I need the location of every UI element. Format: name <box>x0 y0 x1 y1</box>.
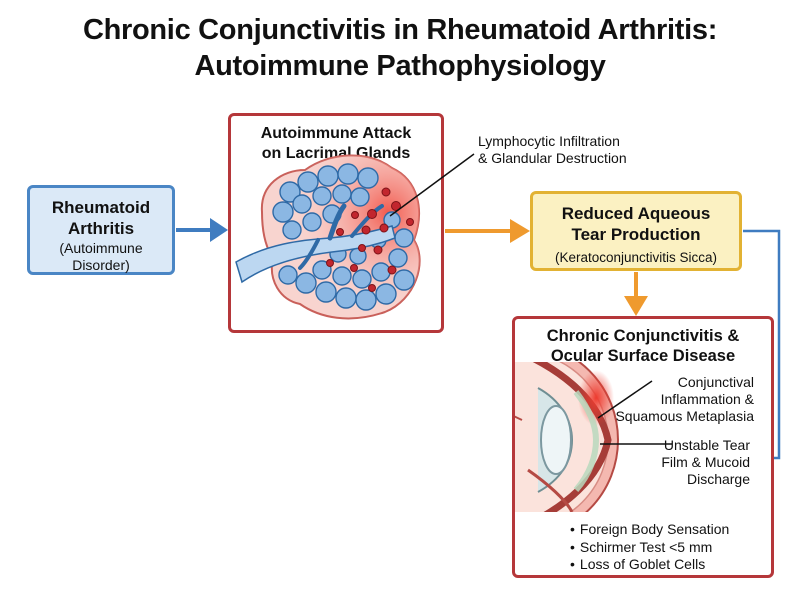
title-line-1: Chronic Conjunctivitis in Rheumatoid Art… <box>82 14 718 46</box>
symptom-item: Foreign Body Sensation <box>570 521 729 539</box>
arrow-ra-to-gland <box>176 218 228 242</box>
tearfilm-line-2: Film & Mucoid <box>661 454 750 470</box>
annotation-lymphocytic-infiltration: Lymphocytic Infiltration & Glandular Des… <box>478 133 627 167</box>
tearfilm-line-1: Unstable Tear <box>663 437 750 453</box>
tear-title-2: Tear Production <box>571 225 701 244</box>
symptom-item: Schirmer Test <5 mm <box>570 539 729 557</box>
inflammation-line-3: Squamous Metaplasia <box>615 408 754 424</box>
ra-title-2: Arthritis <box>67 219 135 238</box>
ra-sub-1: (Autoimmune <box>59 240 143 256</box>
arrow-gland-to-tear <box>445 219 530 243</box>
leader-infiltration <box>389 153 475 217</box>
feedback-line <box>743 229 781 460</box>
infiltration-line-1: Lymphocytic Infiltration <box>478 133 620 149</box>
infiltration-line-2: & Glandular Destruction <box>478 150 627 166</box>
annotation-unstable-tear-film: Unstable Tear Film & Mucoid Discharge <box>661 437 750 488</box>
gland-duct <box>235 203 396 284</box>
gland-title-1: Autoimmune Attack <box>260 125 412 142</box>
conj-title-1: Chronic Conjunctivitis & <box>546 327 740 345</box>
leader-inflammation <box>597 380 653 419</box>
annotation-conjunctival-inflammation: Conjunctival Inflammation & Squamous Met… <box>615 374 754 425</box>
symptom-list: Foreign Body Sensation Schirmer Test <5 … <box>570 521 729 574</box>
eye-globe <box>515 362 619 512</box>
tear-title-1: Reduced Aqueous <box>561 204 711 223</box>
inflammation-line-1: Conjunctival <box>677 374 754 390</box>
node-reduced-tear-production: Reduced Aqueous Tear Production (Keratoc… <box>530 191 742 271</box>
tearfilm-line-3: Discharge <box>686 471 750 487</box>
tear-subtitle: (Keratoconjunctivitis Sicca) <box>554 250 718 265</box>
page-title: Chronic Conjunctivitis in Rheumatoid Art… <box>0 12 800 84</box>
arrow-tear-to-conj <box>624 272 648 316</box>
conj-title-2: Ocular Surface Disease <box>550 347 736 365</box>
title-line-2: Autoimmune Pathophysiology <box>194 50 606 82</box>
ra-sub-2: Disorder) <box>72 257 130 273</box>
inflammation-line-2: Inflammation & <box>660 391 754 407</box>
node-rheumatoid-arthritis: Rheumatoid Arthritis (Autoimmune Disorde… <box>27 185 175 275</box>
ra-title-1: Rheumatoid <box>51 198 151 217</box>
lymphocytes <box>326 187 414 292</box>
symptom-item: Loss of Goblet Cells <box>570 556 729 574</box>
